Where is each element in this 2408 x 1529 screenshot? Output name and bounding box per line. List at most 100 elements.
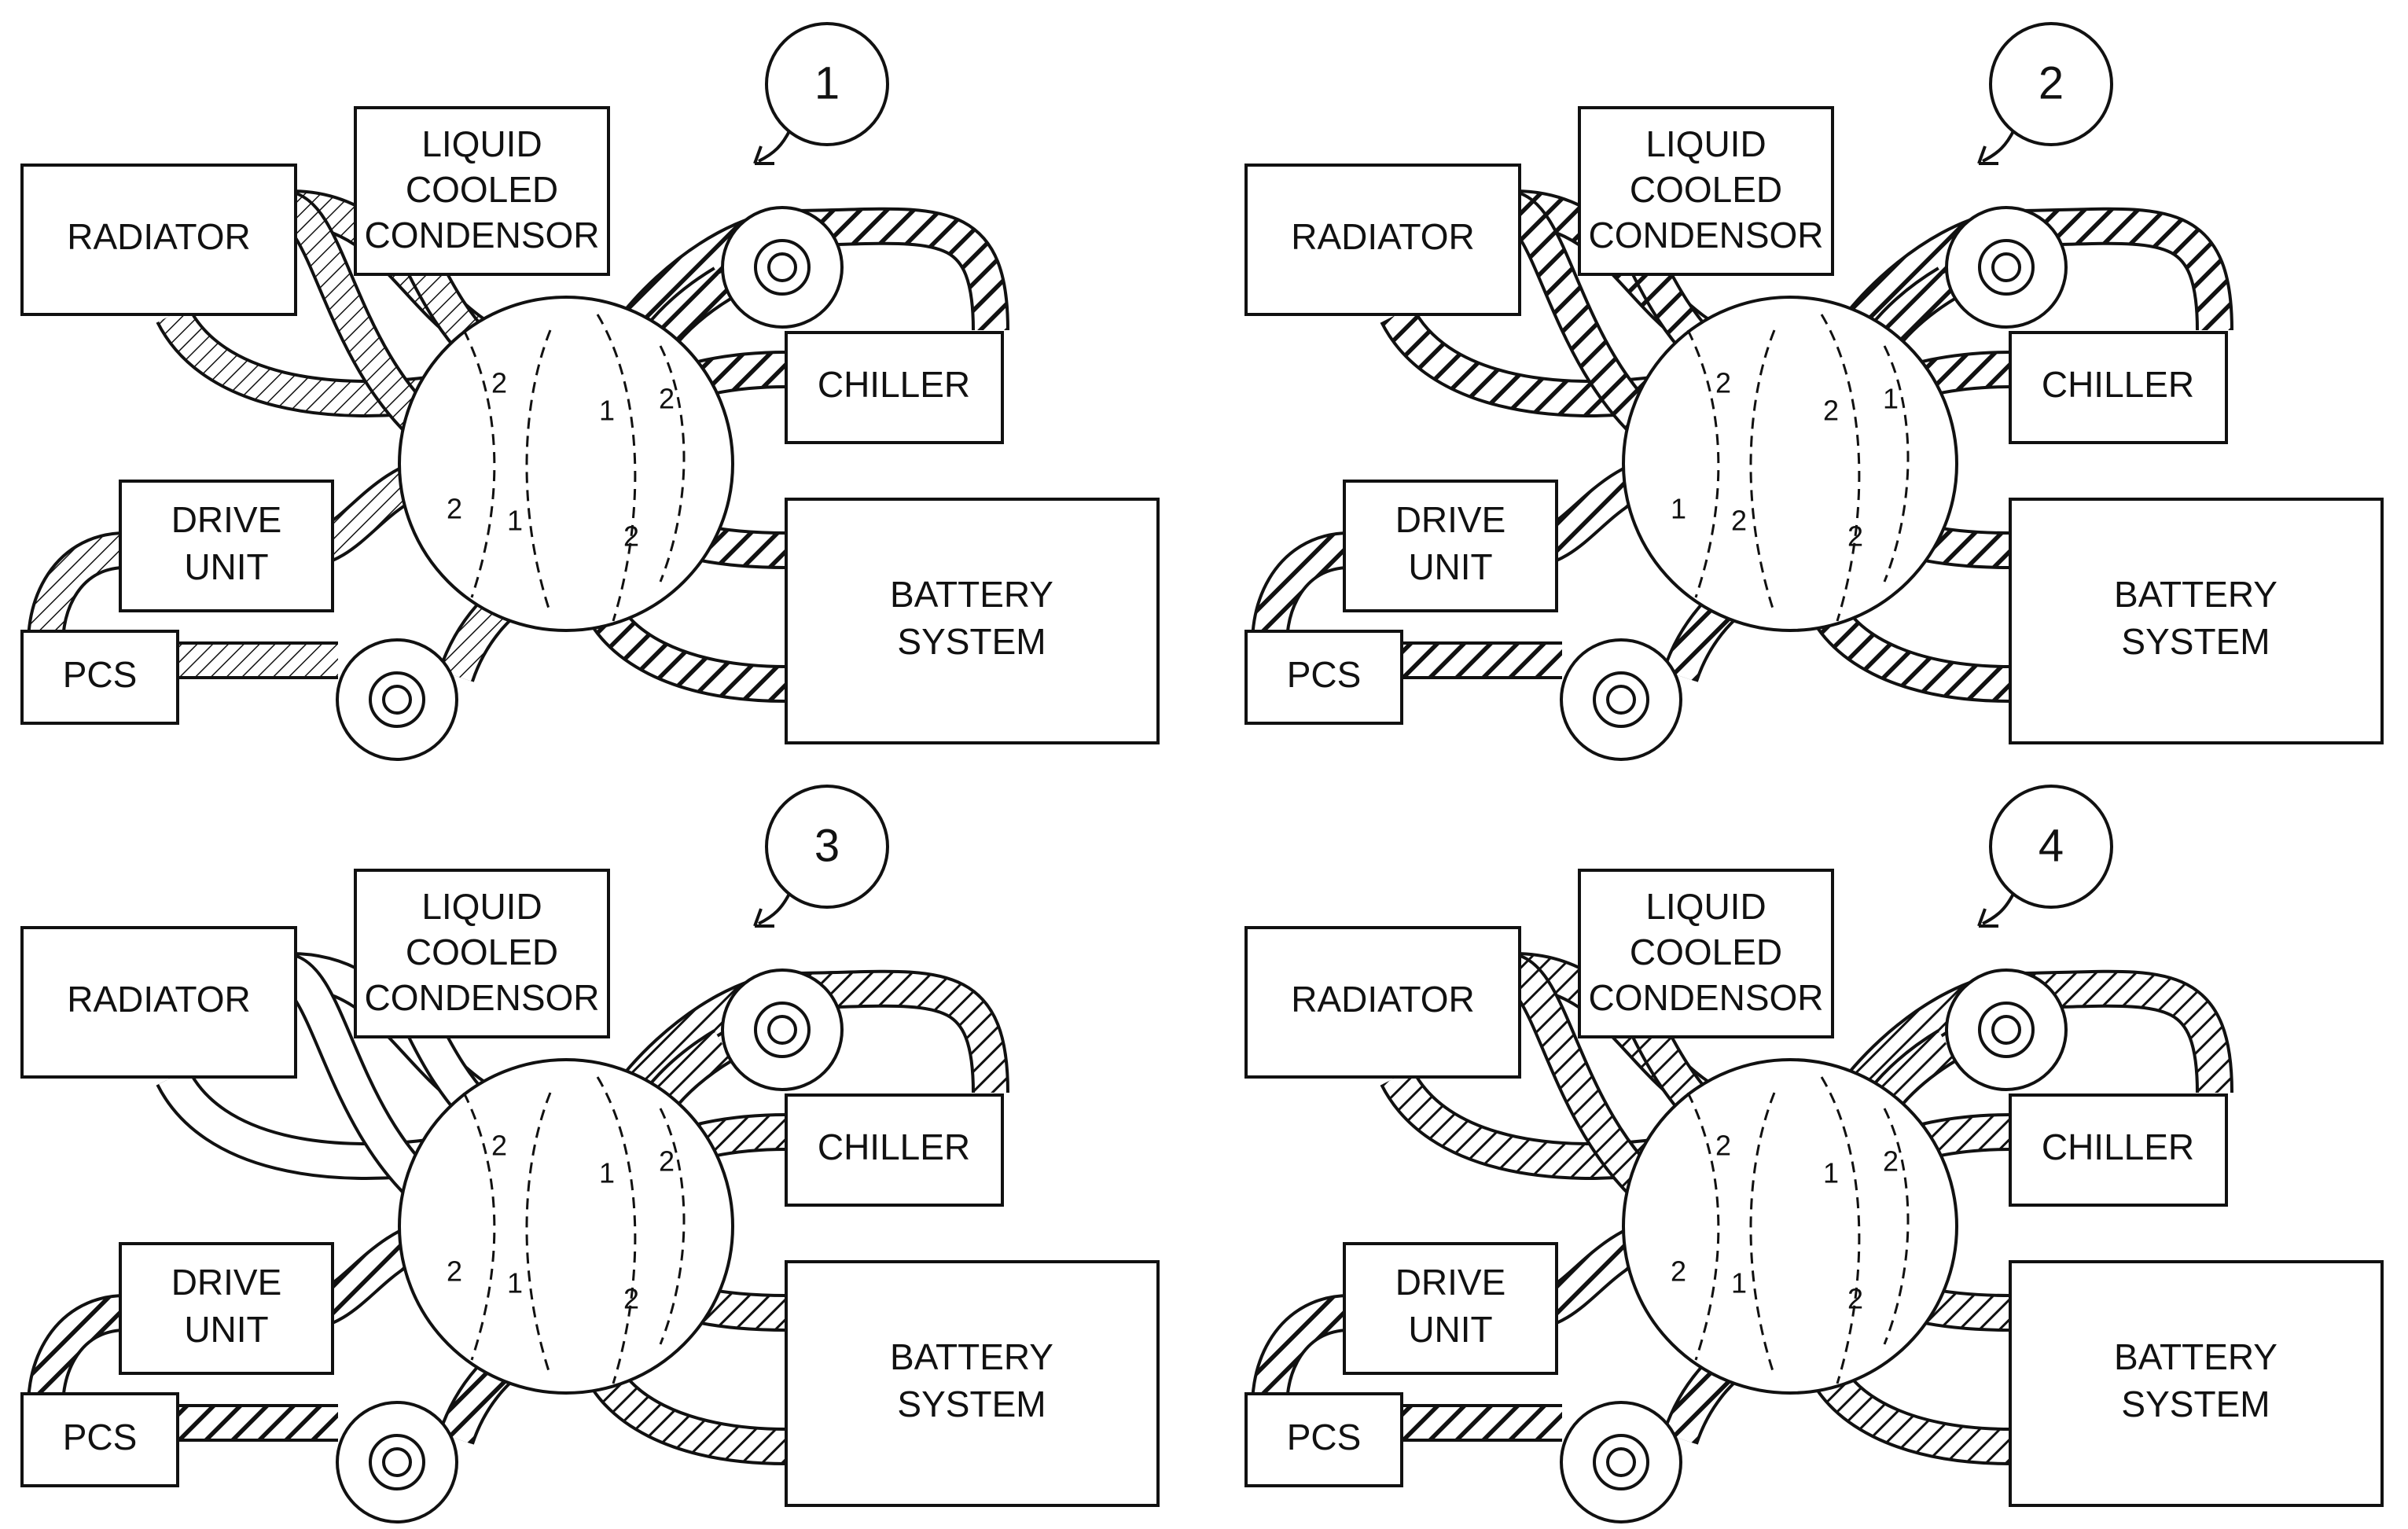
drive-unit-box <box>119 1242 334 1375</box>
battery-system-label-line1: BATTERY <box>2114 1336 2277 1377</box>
chiller-box <box>2009 1093 2228 1207</box>
condensor-box <box>1578 869 1834 1038</box>
valve-channel-dashed <box>462 1092 496 1361</box>
radiator-label: RADIATOR <box>67 216 250 257</box>
valve-channel-dashed <box>1883 345 1910 583</box>
battery-system-box <box>2009 498 2384 744</box>
battery-system-label-line1: BATTERY <box>2114 574 2277 615</box>
pcs-label: PCS <box>1287 1417 1362 1457</box>
valve-channel-dashed <box>1820 314 1861 622</box>
callout-arrow-head <box>1977 908 1998 928</box>
valve-port-label: 1 <box>507 1267 523 1299</box>
chiller-label: CHILLER <box>818 1127 970 1167</box>
valve-port-label: 1 <box>1731 1267 1747 1299</box>
valve-port-label: 2 <box>659 383 675 415</box>
mode-number-badge <box>765 22 889 146</box>
valve-port-label: 2 <box>447 493 462 525</box>
radiator-label: RADIATOR <box>67 979 250 1020</box>
battery-system-label-line1: BATTERY <box>890 574 1053 615</box>
multiport-valve-icon <box>398 296 734 632</box>
drive-unit-label-line2: UNIT <box>184 546 268 587</box>
condensor-label-line2: COOLED <box>406 169 558 210</box>
valve-channel-dashed <box>596 1076 637 1384</box>
mode-number-badge <box>1989 22 2113 146</box>
mode-number-badge <box>765 785 889 909</box>
drive-unit-label-line1: DRIVE <box>1395 1262 1506 1303</box>
pcs-label: PCS <box>1287 654 1362 695</box>
battery-system-label-line2: SYSTEM <box>897 621 1046 662</box>
valve-port-label: 2 <box>659 1145 675 1178</box>
condensor-box <box>354 106 610 276</box>
chiller-label: CHILLER <box>818 364 970 405</box>
multiport-valve-icon <box>398 1058 734 1395</box>
valve-port-label: 1 <box>1883 383 1899 415</box>
valve-port-label: 1 <box>1823 1157 1839 1189</box>
valve-channel-dashed <box>659 345 686 583</box>
battery-system-box <box>785 498 1160 744</box>
pump-hub-icon <box>382 685 412 715</box>
multiport-valve-icon <box>1622 1058 1958 1395</box>
battery-system-label-line2: SYSTEM <box>897 1384 1046 1424</box>
condensor-label-line2: COOLED <box>1630 932 1782 972</box>
mode-number-label: 1 <box>814 57 840 108</box>
valve-port-label: 2 <box>1823 395 1839 427</box>
pcs-box <box>20 1392 179 1487</box>
radiator-box <box>1244 926 1521 1079</box>
valve-channel-dashed <box>1686 329 1720 598</box>
coolant-pipe-fill <box>1505 955 1675 1215</box>
pcs-box <box>1244 630 1403 725</box>
chiller-box <box>2009 331 2228 444</box>
valve-port-label: 2 <box>1847 1283 1863 1315</box>
coolant-pipe-fill <box>1505 193 1675 453</box>
valve-port-label: 2 <box>491 367 507 399</box>
radiator-label: RADIATOR <box>1291 979 1474 1020</box>
valve-port-label: 1 <box>1671 493 1686 525</box>
condensor-box <box>354 869 610 1038</box>
radiator-box <box>1244 164 1521 316</box>
pcs-box <box>1244 1392 1403 1487</box>
radiator-label: RADIATOR <box>1291 216 1474 257</box>
condensor-label-line1: LIQUID <box>421 886 542 927</box>
condensor-label-line1: LIQUID <box>1645 886 1766 927</box>
pump-hub-icon <box>1991 252 2021 282</box>
valve-channel-dashed <box>659 1108 686 1345</box>
pump-hub-icon <box>767 252 797 282</box>
valve-port-label: 2 <box>623 1283 639 1315</box>
coolant-pipe-fill <box>281 193 450 453</box>
mode-number-badge <box>1989 785 2113 909</box>
coolant-pipe-fill <box>2009 972 2230 1093</box>
coolant-pipe-fill <box>785 210 1006 331</box>
battery-system-label-line2: SYSTEM <box>2121 621 2270 662</box>
condensor-label-line3: CONDENSOR <box>364 215 599 255</box>
pump-hub-icon <box>1991 1015 2021 1045</box>
pcs-label: PCS <box>63 1417 138 1457</box>
drive-unit-label-line2: UNIT <box>1408 546 1492 587</box>
valve-port-label: 2 <box>1883 1145 1899 1178</box>
callout-arrow <box>1982 891 2016 925</box>
condensor-label-line1: LIQUID <box>421 123 542 164</box>
callout-arrow-head <box>753 145 774 165</box>
valve-port-label: 2 <box>1671 1255 1686 1288</box>
pump-hub-icon <box>1606 685 1636 715</box>
condensor-label-line2: COOLED <box>406 932 558 972</box>
drive-unit-box <box>1343 480 1558 612</box>
chiller-label: CHILLER <box>2042 364 2194 405</box>
radiator-box <box>20 926 297 1079</box>
condensor-label-line3: CONDENSOR <box>1588 977 1823 1018</box>
chiller-label: CHILLER <box>2042 1127 2194 1167</box>
mode-number-label: 3 <box>814 820 840 871</box>
battery-system-box <box>2009 1260 2384 1507</box>
drive-unit-box <box>1343 1242 1558 1375</box>
drive-unit-label-line1: DRIVE <box>1395 499 1506 540</box>
battery-system-label-line2: SYSTEM <box>2121 1384 2270 1424</box>
callout-arrow <box>758 129 792 163</box>
coolant-pipe-fill <box>2009 210 2230 331</box>
valve-port-label: 2 <box>1847 520 1863 553</box>
valve-port-label: 2 <box>491 1130 507 1162</box>
battery-system-label-line1: BATTERY <box>890 1336 1053 1377</box>
valve-port-label: 2 <box>447 1255 462 1288</box>
